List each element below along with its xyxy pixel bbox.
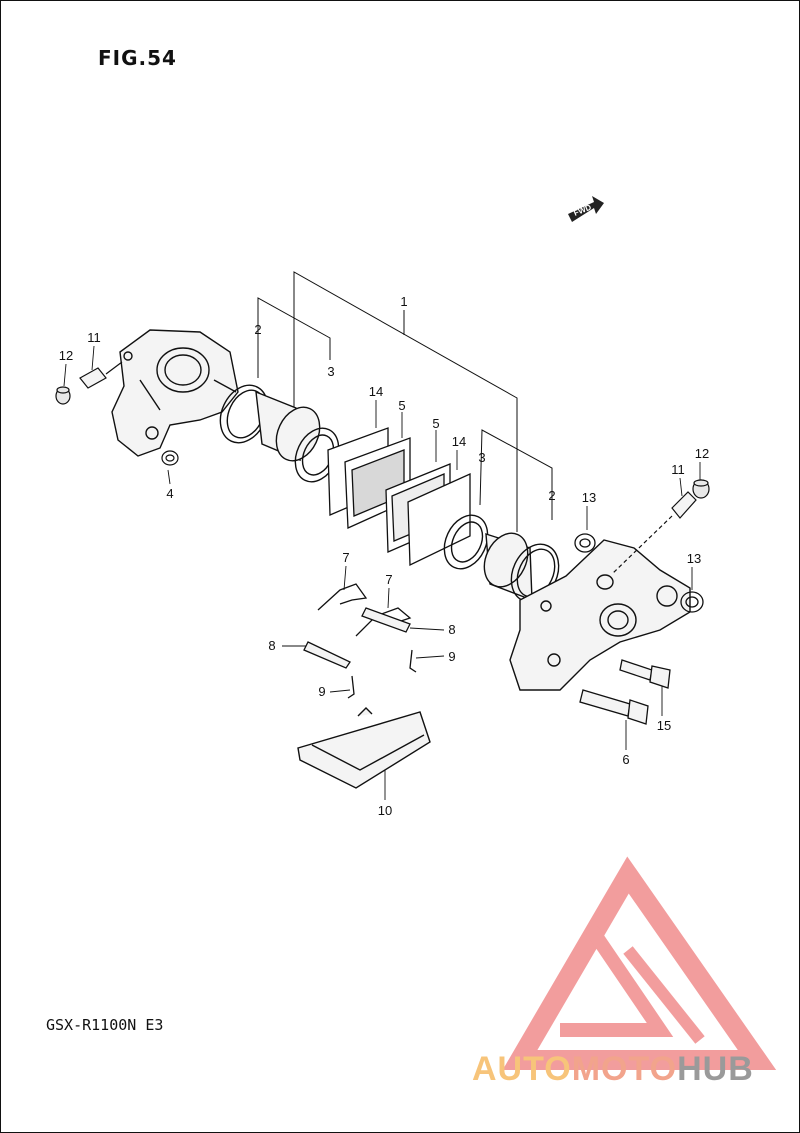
wordmark-part-auto: AUTO [472,1050,572,1088]
left-piston [255,390,321,462]
model-code: GSX-R1100N E3 [46,1016,164,1034]
triangle-logo-icon [502,856,777,1070]
callout-8-right: 8 [448,622,455,637]
caliper-bolt-lower [579,689,649,725]
pin-clip-right [409,649,417,673]
pad-cover [297,707,431,789]
callout-9-right: 9 [448,649,455,664]
right-bleeder-cap [692,479,710,499]
forward-arrow-icon [568,196,604,222]
wordmark-part-hub: HUB [677,1050,754,1088]
callout-2-left: 2 [254,322,261,337]
callout-5-right: 5 [432,416,439,431]
callout-6: 6 [622,752,629,767]
right-washer-side [680,591,704,613]
leader-lines [63,345,701,800]
pad-spring-left [317,583,368,611]
callout-7-right: 7 [385,572,392,587]
pad-spring-right [355,607,412,637]
callout-13-right: 13 [687,551,701,566]
figure-title: FIG.54 [98,46,177,70]
callout-4: 4 [166,486,173,501]
watermark-wordmark: AUTOMOTOHUB [472,1050,754,1089]
left-washer [161,450,179,466]
callout-10: 10 [378,803,392,818]
callout-13-top: 13 [582,490,596,505]
callout-12-right: 12 [695,446,709,461]
right-piston [483,532,533,602]
caliper-bolt-upper [619,659,671,689]
wordmark-part-moto: MOTO [571,1050,678,1088]
callout-5-left: 5 [398,398,405,413]
left-caliper-body [111,329,239,457]
callout-12-left: 12 [59,348,73,363]
right-caliper-body [509,539,691,691]
callout-11-right: 11 [671,462,685,477]
fwd-label: FWD [572,203,592,218]
right-pad-shim [407,472,471,567]
fwd-direction-marker: FWD [568,196,604,222]
callout-3-left: 3 [327,364,334,379]
callout-15: 15 [657,718,671,733]
callout-14-right: 14 [452,434,466,449]
callout-8-left: 8 [268,638,275,653]
callout-14-left: 14 [369,384,383,399]
callout-2-right: 2 [548,488,555,503]
callout-1: 1 [400,294,407,309]
assembly-brackets [257,271,553,532]
left-bleeder-valve [79,361,123,389]
right-bleeder-valve [611,491,697,575]
pad-pin-left [303,641,351,669]
left-bleeder-cap [55,386,71,405]
callout-11-left: 11 [87,330,101,345]
right-piston-dust-seal [443,514,489,570]
callout-3-right: 3 [478,450,485,465]
callout-9-left: 9 [318,684,325,699]
right-washer-top [574,533,596,553]
pad-pin-right [361,607,411,633]
callout-labels: 1 2 2 3 3 4 5 5 6 7 7 8 8 9 9 10 11 11 1… [59,294,709,818]
pin-clip-left [347,675,355,699]
callout-7-left: 7 [342,550,349,565]
